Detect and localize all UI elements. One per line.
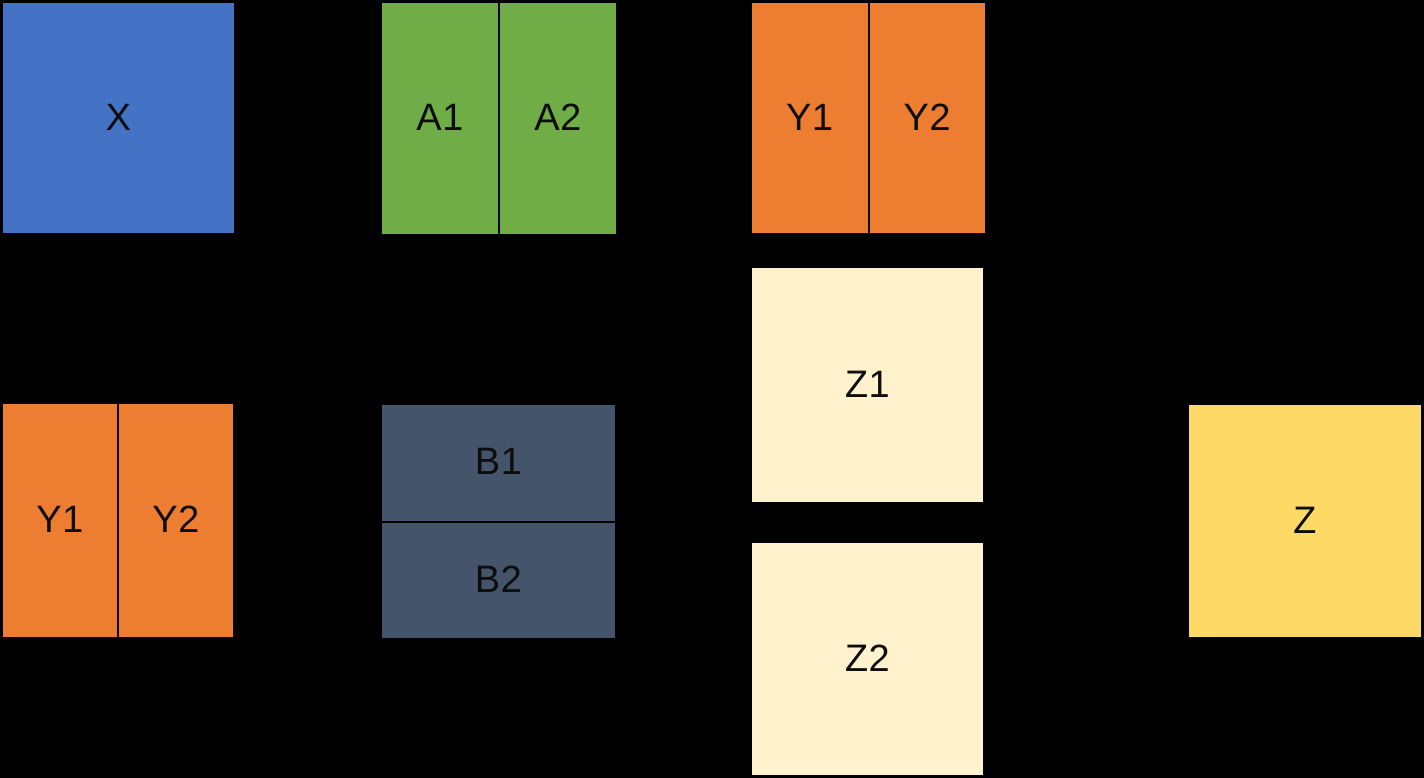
block-z2-label: Z2 <box>844 637 891 680</box>
block-z1: Z1 <box>752 268 983 502</box>
block-z1-cell: Z1 <box>752 268 983 502</box>
block-a: A1 A2 <box>382 3 616 234</box>
block-y-bottom-y1-cell: Y1 <box>3 404 117 637</box>
block-x-label: X <box>105 96 132 139</box>
block-y-top-y1-label: Y1 <box>786 96 834 139</box>
block-b1-cell: B1 <box>382 405 615 521</box>
block-a2-cell: A2 <box>498 3 616 234</box>
block-a2-label: A2 <box>534 97 582 139</box>
block-b1-label: B1 <box>474 441 523 484</box>
block-y-bottom: Y1 Y2 <box>3 404 233 637</box>
block-a1-cell: A1 <box>382 3 498 234</box>
block-x-cell: X <box>3 3 234 233</box>
block-z: Z <box>1189 405 1421 637</box>
block-b2-label: B2 <box>474 558 523 601</box>
block-y-bottom-y2-cell: Y2 <box>117 404 233 637</box>
block-y-top-y2-label: Y2 <box>903 96 951 139</box>
block-y-bottom-y2-label: Y2 <box>152 499 200 541</box>
block-y-top-y2-cell: Y2 <box>867 3 986 233</box>
block-b: B1 B2 <box>382 405 615 638</box>
block-x: X <box>3 3 234 233</box>
block-b2-cell: B2 <box>382 520 615 639</box>
block-z-label: Z <box>1293 499 1317 542</box>
block-y-top: Y1 Y2 <box>752 3 985 233</box>
block-z-cell: Z <box>1189 405 1421 637</box>
block-y-bottom-y1-label: Y1 <box>36 499 84 541</box>
block-a1-label: A1 <box>416 97 464 139</box>
block-z1-label: Z1 <box>844 363 891 406</box>
block-y-top-y1-cell: Y1 <box>752 3 868 233</box>
block-z2-cell: Z2 <box>752 543 983 775</box>
block-z2: Z2 <box>752 543 983 775</box>
